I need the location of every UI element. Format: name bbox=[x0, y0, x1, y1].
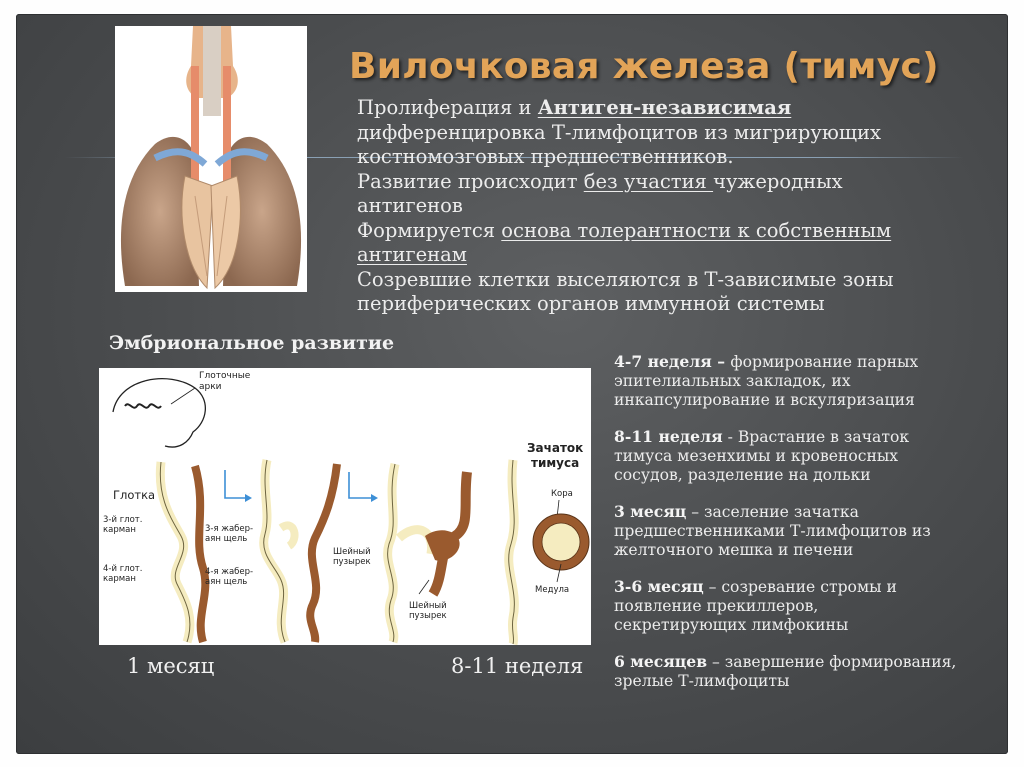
caption-1-month: 1 месяц bbox=[127, 654, 215, 678]
stage3-thymus-primordium bbox=[396, 525, 437, 555]
intro-line: Созревшие клетки выселяются в Т-зависимы… bbox=[357, 267, 894, 291]
caption-8-11-week: 8-11 неделя bbox=[451, 654, 584, 678]
stage-item: 3 месяц – заселение зачатка предшественн… bbox=[614, 502, 994, 560]
intro-text: Пролиферация и Антиген-независимая диффе… bbox=[357, 96, 997, 317]
label-vesicle-b1: Шейный bbox=[409, 601, 447, 611]
label-anlage-2: тимуса bbox=[531, 456, 579, 470]
label-pouch3-1: 3-й глот. bbox=[103, 515, 142, 525]
embryo-heading: Эмбриональное развитие bbox=[109, 332, 395, 354]
stage-sep: – bbox=[711, 352, 731, 371]
stage-line: предшественниками Т-лимфоцитов из bbox=[614, 522, 931, 540]
stage-term: 4-7 неделя bbox=[614, 352, 712, 371]
stage-item: 6 месяцев – завершение формирования, зре… bbox=[614, 652, 994, 691]
stage-desc: заселение зачатка bbox=[704, 503, 859, 521]
stage-line: 8-11 неделя - Врастание в зачаток bbox=[614, 427, 994, 447]
stage-line: зрелые Т-лимфоциты bbox=[614, 672, 790, 690]
intro-text-fragment: Формируется bbox=[357, 218, 502, 242]
stage-item: 8-11 неделя - Врастание в зачаток тимуса… bbox=[614, 427, 994, 485]
label-cleft4-2: аян щель bbox=[205, 577, 247, 587]
stage-sep: – bbox=[703, 578, 722, 596]
label-pouch4-1: 4-й глот. bbox=[103, 564, 142, 574]
stage-term: 6 месяцев bbox=[614, 652, 708, 671]
intro-text-fragment: чужеродных bbox=[713, 169, 843, 193]
stage-sep: - bbox=[722, 428, 738, 446]
stage-line: 4-7 неделя – формирование парных bbox=[614, 352, 994, 372]
label-arches-1: Глоточные bbox=[199, 371, 251, 381]
stage-item: 4-7 неделя – формирование парных эпители… bbox=[614, 352, 994, 410]
label-cleft4-1: 4-я жабер- bbox=[205, 567, 253, 577]
intro-line: костномозговых предшественников. bbox=[357, 145, 734, 168]
stage-desc: формирование парных bbox=[730, 353, 919, 371]
pharyngeal-arches bbox=[124, 403, 162, 409]
intro-line: Формируется основа толерантности к собст… bbox=[357, 219, 997, 244]
embryo-outline bbox=[112, 378, 206, 448]
stage-term: 3 месяц bbox=[614, 502, 687, 521]
label-cleft3-2: аян щель bbox=[205, 534, 247, 544]
label-cleft3-1: 3-я жабер- bbox=[205, 524, 253, 534]
page-title: Вилочковая железа (тимус) bbox=[349, 46, 939, 87]
stage-desc: Врастание в зачаток bbox=[737, 428, 910, 446]
intro-emphasis: Антиген-независимая bbox=[537, 96, 792, 119]
embryo-diagram: Глоточные арки Глотка 3-й глот. карман 4… bbox=[99, 368, 591, 646]
stage-line: сосудов, разделение на дольки bbox=[614, 466, 871, 484]
arrow-1 bbox=[224, 470, 245, 499]
stage-term: 8-11 неделя bbox=[614, 427, 723, 446]
thymus-medulla bbox=[541, 522, 581, 562]
divider-line bbox=[64, 157, 964, 158]
label-medulla: Медула bbox=[535, 585, 569, 595]
stage-line: появление прекиллеров, bbox=[614, 597, 819, 615]
slide: Вилочковая железа (тимус) Пролиферация и… bbox=[16, 14, 1008, 754]
intro-text-fragment: Пролиферация и bbox=[357, 96, 538, 119]
stage-line: эпителиальных закладок, их bbox=[614, 372, 851, 390]
intro-line: антигенов bbox=[357, 194, 463, 217]
intro-emphasis: основа толерантности к собственным bbox=[501, 218, 892, 242]
stage1-ectoderm bbox=[191, 464, 210, 644]
stage-line: инкапсулирование и вскуляризация bbox=[614, 391, 915, 409]
label-pouch3-2: карман bbox=[103, 525, 136, 535]
intro-line: периферических органов иммунной системы bbox=[357, 292, 825, 315]
label-cortex: Кора bbox=[551, 489, 573, 499]
intro-emphasis: без участия bbox=[583, 169, 714, 193]
stage-line: секретирующих лимфокины bbox=[614, 616, 849, 634]
arrow-2 bbox=[348, 472, 371, 499]
stage2-pouch bbox=[278, 521, 299, 550]
stage-desc: созревание стромы и bbox=[721, 578, 897, 596]
stage1-pharynx bbox=[155, 461, 195, 644]
intro-line: Развитие происходит без участия чужеродн… bbox=[357, 170, 997, 195]
stage2-ectoderm bbox=[306, 463, 341, 643]
intro-text-fragment: Развитие происходит bbox=[357, 169, 584, 193]
stage3-epithelium bbox=[383, 463, 400, 644]
stage-line: 3 месяц – заселение зачатка bbox=[614, 502, 994, 522]
stage-line: 3-6 месяц – созревание стромы и bbox=[614, 577, 994, 597]
intro-emphasis: антигенам bbox=[357, 243, 467, 266]
stages-list: 4-7 неделя – формирование парных эпители… bbox=[614, 352, 994, 708]
intro-line: антигенам bbox=[357, 243, 997, 268]
stage-line: тимуса мезенхимы и кровеносных bbox=[614, 447, 899, 465]
stage-desc: завершение формирования, bbox=[724, 653, 957, 671]
label-pouch4-2: карман bbox=[103, 574, 136, 584]
intro-line: Пролиферация и Антиген-независимая bbox=[357, 96, 997, 121]
thymus-anatomy-image bbox=[115, 26, 307, 292]
label-vesicle-b2: пузырек bbox=[409, 611, 447, 621]
label-vesicle-a1: Шейный bbox=[333, 547, 371, 557]
stage-term: 3-6 месяц bbox=[614, 577, 704, 596]
stage-line: желточного мешка и печени bbox=[614, 541, 854, 559]
stage-line: 6 месяцев – завершение формирования, bbox=[614, 652, 994, 672]
intro-line: дифференцировка Т-лимфоцитов из мигрирую… bbox=[357, 120, 881, 144]
stage-sep: – bbox=[686, 503, 704, 521]
label-anlage-1: Зачаток bbox=[527, 441, 583, 455]
stage-item: 3-6 месяц – созревание стромы и появлени… bbox=[614, 577, 994, 635]
label-arches-2: арки bbox=[199, 382, 222, 392]
stage-sep: – bbox=[707, 653, 725, 671]
label-vesicle-a2: пузырек bbox=[333, 557, 371, 567]
label-pharynx: Глотка bbox=[113, 488, 155, 502]
